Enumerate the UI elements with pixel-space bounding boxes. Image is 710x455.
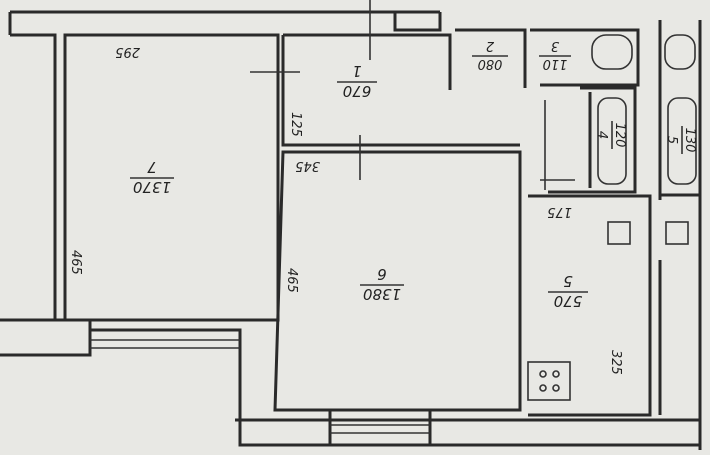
bathtub-icon	[667, 97, 697, 185]
walls	[0, 10, 702, 450]
bathtub-icon	[597, 97, 627, 185]
svg-text:570: 570	[554, 292, 583, 310]
svg-text:110: 110	[543, 56, 568, 71]
svg-text:2: 2	[486, 38, 494, 53]
svg-text:4: 4	[594, 131, 609, 139]
svg-text:7: 7	[147, 158, 157, 176]
room-5-kitchen-label: 570 5	[548, 272, 588, 310]
svg-text:1370: 1370	[133, 178, 171, 196]
dimension-label: 465	[284, 268, 299, 293]
dimension-label: 325	[608, 350, 623, 375]
dimension-label: 345	[295, 158, 320, 173]
room-1-label: 670 1	[337, 62, 377, 100]
room-4-label: 120 4	[594, 121, 627, 149]
toilet-icon	[591, 34, 633, 70]
toilet-icon	[664, 34, 696, 70]
dimension-label: 175	[547, 204, 572, 219]
svg-text:6: 6	[377, 265, 387, 283]
dimension-label: 125	[288, 112, 303, 137]
dimension-label: 465	[68, 250, 83, 275]
fixtures	[250, 0, 697, 401]
room-3-label: 110 3	[539, 38, 571, 71]
svg-text:5: 5	[563, 272, 573, 290]
svg-text:670: 670	[343, 82, 372, 100]
svg-text:120: 120	[612, 123, 627, 148]
svg-text:130: 130	[682, 128, 697, 153]
sink-icon	[665, 221, 689, 245]
room-2-label: 080 2	[472, 38, 508, 71]
room-5-bath-label: 130 5	[664, 126, 697, 154]
dimension-label: 295	[115, 44, 140, 59]
svg-text:5: 5	[664, 136, 679, 144]
room-7-label: 1370 7	[130, 158, 174, 196]
sink-icon	[607, 221, 631, 245]
room-6-label: 1380 6	[360, 265, 404, 303]
svg-text:3: 3	[551, 38, 559, 53]
stove-icon	[527, 361, 571, 401]
svg-text:1380: 1380	[363, 285, 401, 303]
svg-text:1: 1	[352, 62, 362, 80]
svg-text:080: 080	[478, 56, 503, 71]
